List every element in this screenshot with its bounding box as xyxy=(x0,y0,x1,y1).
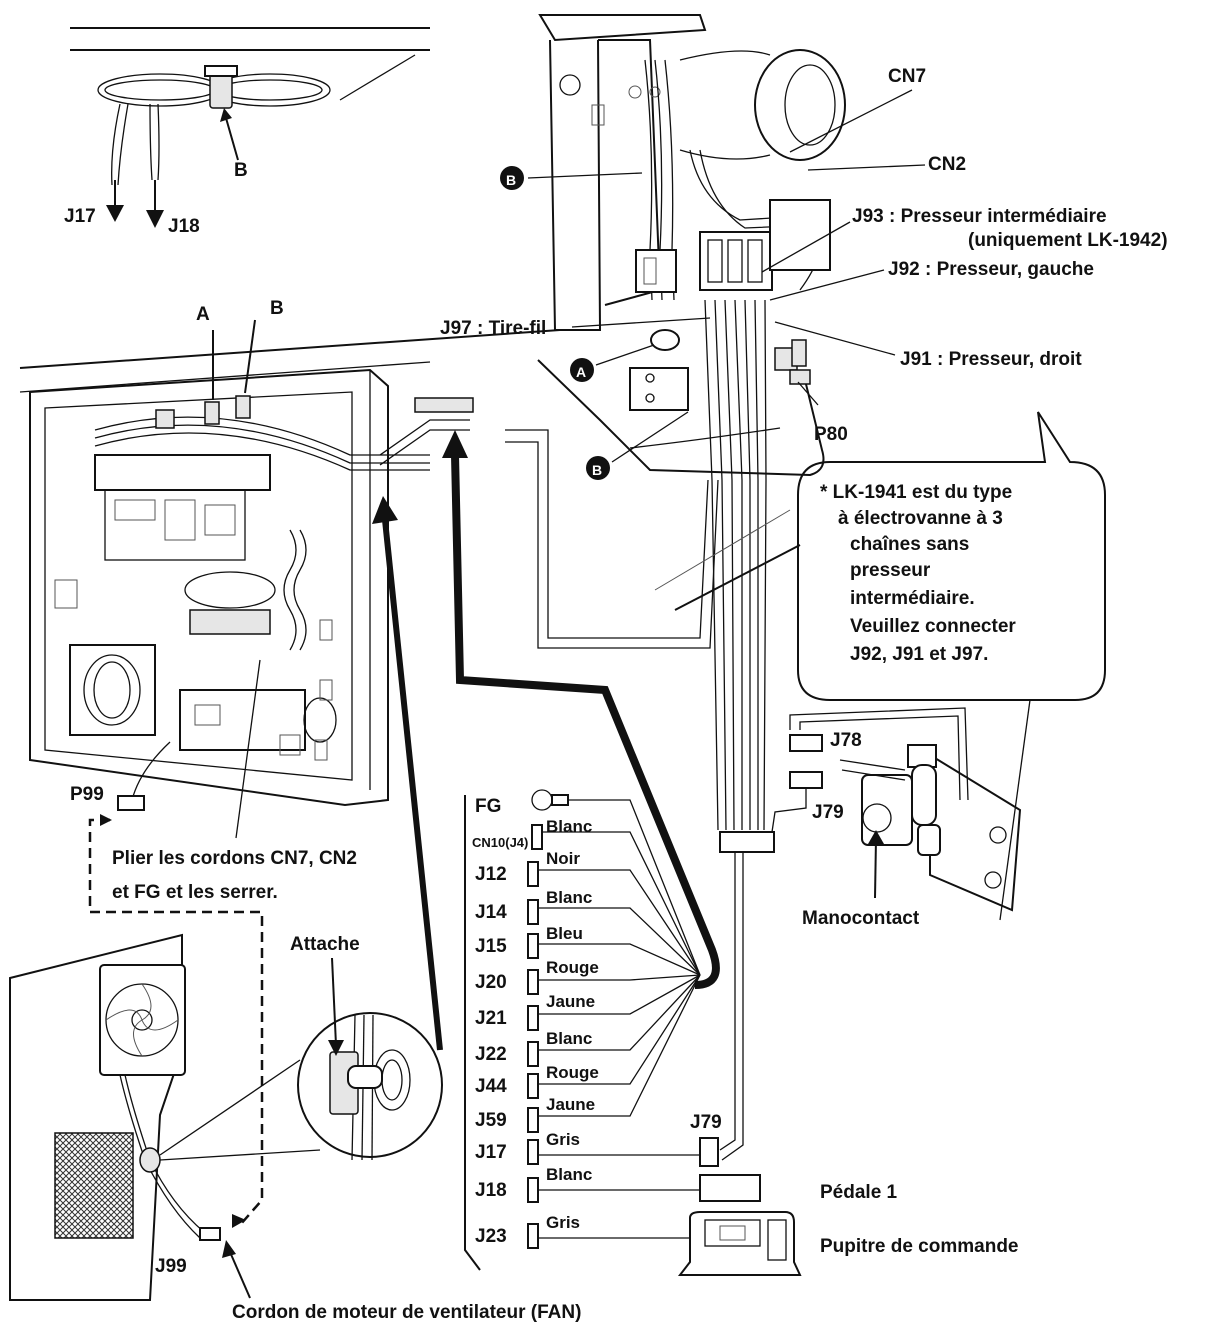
inset-label-b: B xyxy=(234,160,248,181)
wire-color: Blanc xyxy=(546,817,592,836)
fan-label-j99: J99 xyxy=(155,1256,187,1277)
label-j93-note: (uniquement LK-1942) xyxy=(968,230,1168,251)
label-cn7: CN7 xyxy=(888,66,926,87)
instruction-line-2: et FG et les serrer. xyxy=(112,882,278,903)
fan-panel: J99 Cordon de moteur de ventilateur (FAN… xyxy=(9,933,581,1323)
connector-row-j23: J23 Gris xyxy=(475,1213,580,1249)
pedal-and-panel: J79 Pédale 1 Pupitre de commande xyxy=(538,1112,1019,1276)
wire-line xyxy=(538,974,701,981)
wire-line xyxy=(538,974,701,1117)
wire-line xyxy=(538,974,701,1015)
control-box: A B P99 xyxy=(19,298,561,839)
connector-row-j59: J59 Jaune xyxy=(475,1095,595,1133)
wire-color: Bleu xyxy=(546,924,583,943)
connector-name: J22 xyxy=(475,1044,507,1065)
connector-name: J17 xyxy=(475,1142,507,1163)
machine-head: B A B CN7 CN2 J93 : Presseur intermédiai… xyxy=(440,14,1168,1161)
wire-line xyxy=(538,943,701,976)
routing-arrows xyxy=(372,430,720,1051)
label-pupitre: Pupitre de commande xyxy=(820,1236,1019,1257)
connector-row-j44: J44 Rouge xyxy=(475,1063,599,1099)
wire-color: Rouge xyxy=(546,958,599,977)
note-line-4: presseur xyxy=(850,560,931,581)
connector-name: J44 xyxy=(475,1076,507,1097)
connector-row-j14: J14 Blanc xyxy=(475,888,592,925)
inset-cable-tie: B J17 J18 xyxy=(64,27,430,237)
wire-color: Gris xyxy=(546,1130,580,1149)
inset-label-j18: J18 xyxy=(168,216,200,237)
wire-color: Blanc xyxy=(546,1165,592,1184)
connector-name: J14 xyxy=(475,902,507,923)
connector-name: J59 xyxy=(475,1110,507,1131)
connector-row-j20: J20 Rouge xyxy=(475,958,599,995)
marker-b-top: B xyxy=(506,172,516,188)
connector-list: FG CN10(J4) Blanc J12 Noir J14 Blanc J15… xyxy=(464,789,701,1271)
connector-name: J20 xyxy=(475,972,507,993)
wire-color: Noir xyxy=(546,849,580,868)
air-label-j78: J78 xyxy=(830,730,862,751)
bottom-label-j79: J79 xyxy=(690,1112,722,1133)
note-line-5: intermédiaire. xyxy=(850,588,975,609)
air-label-j79: J79 xyxy=(812,802,844,823)
box-label-b: B xyxy=(270,298,284,319)
box-label-a: A xyxy=(196,304,210,325)
note-line-6: Veuillez connecter xyxy=(850,616,1016,637)
connector-row-cn10: CN10(J4) Blanc xyxy=(472,817,592,850)
instruction: Plier les cordons CN7, CN2 et FG et les … xyxy=(88,814,357,1228)
connector-row-j15: J15 Bleu xyxy=(475,924,583,959)
wire-color: Jaune xyxy=(546,992,595,1011)
wire-line xyxy=(538,974,701,1051)
note-line-1: * LK-1941 est du type xyxy=(820,482,1012,503)
wire-line xyxy=(538,869,701,976)
fan-caption: Cordon de moteur de ventilateur (FAN) xyxy=(232,1302,581,1323)
wire-color: Jaune xyxy=(546,1095,595,1114)
connector-name: CN10(J4) xyxy=(472,835,528,850)
wire-line xyxy=(538,907,701,976)
note-line-3: chaînes sans xyxy=(850,534,969,555)
wire-line xyxy=(538,831,701,976)
wire-color: Gris xyxy=(546,1213,580,1232)
clamp-detail: Attache xyxy=(159,934,443,1161)
connector-row-j18: J18 Blanc xyxy=(475,1165,592,1203)
label-p80: P80 xyxy=(814,424,848,445)
air-unit: J78 J79 Manocontact xyxy=(771,699,1031,929)
wire-color: Rouge xyxy=(546,1063,599,1082)
label-j93: J93 : Presseur intermédiaire xyxy=(852,206,1107,227)
connector-name: J12 xyxy=(475,864,507,885)
label-j91: J91 : Presseur, droit xyxy=(900,349,1082,370)
air-label-manocontact: Manocontact xyxy=(802,908,920,929)
wire-color: Blanc xyxy=(546,888,592,907)
label-j92: J92 : Presseur, gauche xyxy=(888,259,1094,280)
connector-name: J21 xyxy=(475,1008,507,1029)
box-label-p99: P99 xyxy=(70,784,104,805)
note-line-7: J92, J91 et J97. xyxy=(850,644,988,665)
label-pedale: Pédale 1 xyxy=(820,1182,898,1203)
connector-row-j22: J22 Blanc xyxy=(475,1029,592,1067)
wire-color: Blanc xyxy=(546,1029,592,1048)
instruction-line-1: Plier les cordons CN7, CN2 xyxy=(112,848,357,869)
connector-name: FG xyxy=(475,796,501,817)
label-cn2: CN2 xyxy=(928,154,966,175)
note-callout: * LK-1941 est du type à électrovanne à 3… xyxy=(654,411,1106,701)
wire-line xyxy=(538,974,701,1085)
connector-name: J15 xyxy=(475,936,507,957)
wire-line xyxy=(568,799,701,976)
connector-name: J18 xyxy=(475,1180,507,1201)
label-j97: J97 : Tire-fil xyxy=(440,318,546,339)
connector-name: J23 xyxy=(475,1226,507,1247)
connector-row-j21: J21 Jaune xyxy=(475,992,595,1031)
connector-row-j17: J17 Gris xyxy=(475,1130,580,1165)
clamp-label: Attache xyxy=(290,934,360,955)
inset-label-j17: J17 xyxy=(64,206,96,227)
marker-b-bottom: B xyxy=(592,462,602,478)
connector-row-j12: J12 Noir xyxy=(475,849,580,887)
marker-a: A xyxy=(576,364,586,380)
note-line-2: à électrovanne à 3 xyxy=(838,508,1003,529)
connector-row-fg: FG xyxy=(475,789,569,817)
